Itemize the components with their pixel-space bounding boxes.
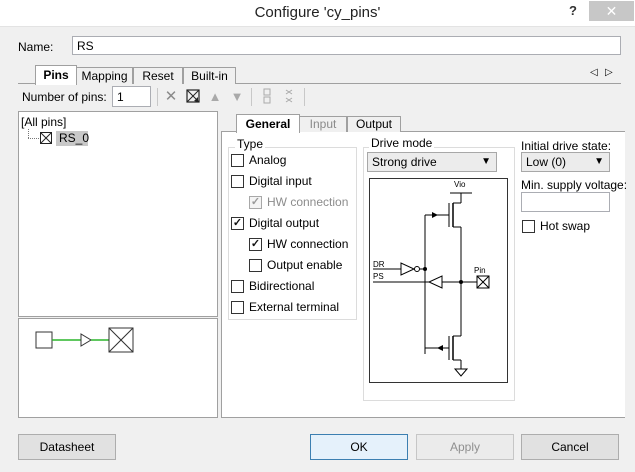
check-icon: ✓ (232, 217, 243, 229)
pin-label: Pin (474, 266, 486, 275)
pin-terminal-icon (40, 132, 52, 147)
move-up-icon[interactable]: ▲ (208, 89, 222, 104)
ps-label: PS (373, 272, 384, 281)
type-group-title: Type (235, 137, 266, 151)
initial-drive-label: Initial drive state: (521, 139, 612, 153)
group-pins-icon[interactable] (258, 88, 276, 106)
input-hw-connection-label: HW connection (267, 195, 349, 209)
digital-input-label: Digital input (249, 174, 312, 188)
tab-scroll-left-icon[interactable]: ◁ (590, 67, 598, 78)
output-hw-connection-label: HW connection (267, 237, 349, 251)
datasheet-button[interactable]: Datasheet (18, 434, 116, 460)
toolbar-separator (157, 88, 158, 106)
delete-pin-icon[interactable]: ✕ (164, 88, 178, 105)
digital-output-checkbox[interactable]: ✓ (231, 217, 244, 230)
output-hw-connection-checkbox[interactable]: ✓ (249, 238, 262, 251)
external-terminal-label: External terminal (249, 300, 340, 314)
drive-mode-group-box (363, 147, 515, 401)
initial-drive-select[interactable]: Low (0) ▼ (521, 152, 610, 172)
toolbar-separator (304, 88, 305, 106)
num-pins-label: Number of pins: (22, 90, 107, 104)
close-button[interactable]: ✕ (589, 1, 634, 21)
pin-preview-symbol (35, 327, 134, 353)
help-button[interactable]: ? (569, 3, 577, 18)
bidirectional-label: Bidirectional (249, 279, 315, 293)
move-down-icon[interactable]: ▼ (230, 89, 244, 104)
tab-built-in[interactable]: Built-in (183, 67, 236, 84)
tree-connector (28, 138, 39, 140)
drive-mode-select[interactable]: Strong drive ▼ (367, 152, 497, 172)
terminal-pin-icon[interactable] (184, 88, 202, 106)
window-title: Configure 'cy_pins' (254, 4, 381, 21)
digital-output-label: Digital output (249, 216, 320, 230)
tree-item-rs-0[interactable]: RS_0 (56, 131, 89, 146)
cancel-button[interactable]: Cancel (521, 434, 619, 460)
vio-label: Vio (454, 180, 466, 189)
ok-button[interactable]: OK (310, 434, 408, 460)
drive-mode-schematic-drawing (373, 192, 490, 377)
type-group-box (228, 147, 357, 320)
min-supply-label: Min. supply voltage: (521, 178, 628, 192)
bidirectional-checkbox[interactable] (231, 280, 244, 293)
subtab-general[interactable]: General (236, 114, 300, 133)
title-bar (0, 0, 635, 27)
pin-preview (18, 318, 218, 418)
analog-label: Analog (249, 153, 287, 167)
hot-swap-checkbox[interactable] (522, 220, 535, 233)
tab-reset[interactable]: Reset (133, 67, 183, 84)
drive-mode-schematic: Vio DR PS Pin (369, 178, 508, 383)
initial-drive-value: Low (0) (526, 155, 567, 169)
tab-pins[interactable]: Pins (35, 65, 77, 85)
hot-swap-label: Hot swap (540, 219, 591, 233)
external-terminal-checkbox[interactable] (231, 301, 244, 314)
apply-button[interactable]: Apply (416, 434, 514, 460)
tab-scroll-right-icon[interactable]: ▷ (605, 67, 613, 78)
dr-label: DR (373, 260, 385, 269)
min-supply-input[interactable] (521, 192, 610, 212)
toolbar-separator (251, 88, 252, 106)
pin-tree[interactable]: [All pins] RS_0 (18, 111, 218, 317)
output-enable-label: Output enable (267, 258, 343, 272)
tree-connector (28, 129, 30, 138)
drive-mode-value: Strong drive (372, 155, 437, 169)
subtab-output[interactable]: Output (347, 116, 401, 132)
drive-mode-title: Drive mode (369, 136, 435, 150)
chevron-down-icon: ▼ (481, 156, 491, 167)
check-icon: ✓ (250, 238, 261, 250)
ungroup-pins-icon[interactable] (280, 88, 298, 106)
num-pins-input[interactable] (112, 86, 151, 107)
chevron-down-icon: ▼ (594, 156, 604, 167)
output-enable-checkbox[interactable] (249, 259, 262, 272)
tree-root-label[interactable]: [All pins] (21, 115, 67, 129)
name-input[interactable] (72, 36, 621, 55)
analog-checkbox[interactable] (231, 154, 244, 167)
check-icon: ✓ (250, 196, 261, 208)
tab-mapping[interactable]: Mapping (76, 67, 133, 84)
name-label: Name: (18, 40, 54, 54)
input-hw-connection-checkbox[interactable]: ✓ (249, 196, 262, 209)
digital-input-checkbox[interactable] (231, 175, 244, 188)
tab-strip-line (18, 83, 621, 84)
subtab-input[interactable]: Input (299, 116, 347, 132)
